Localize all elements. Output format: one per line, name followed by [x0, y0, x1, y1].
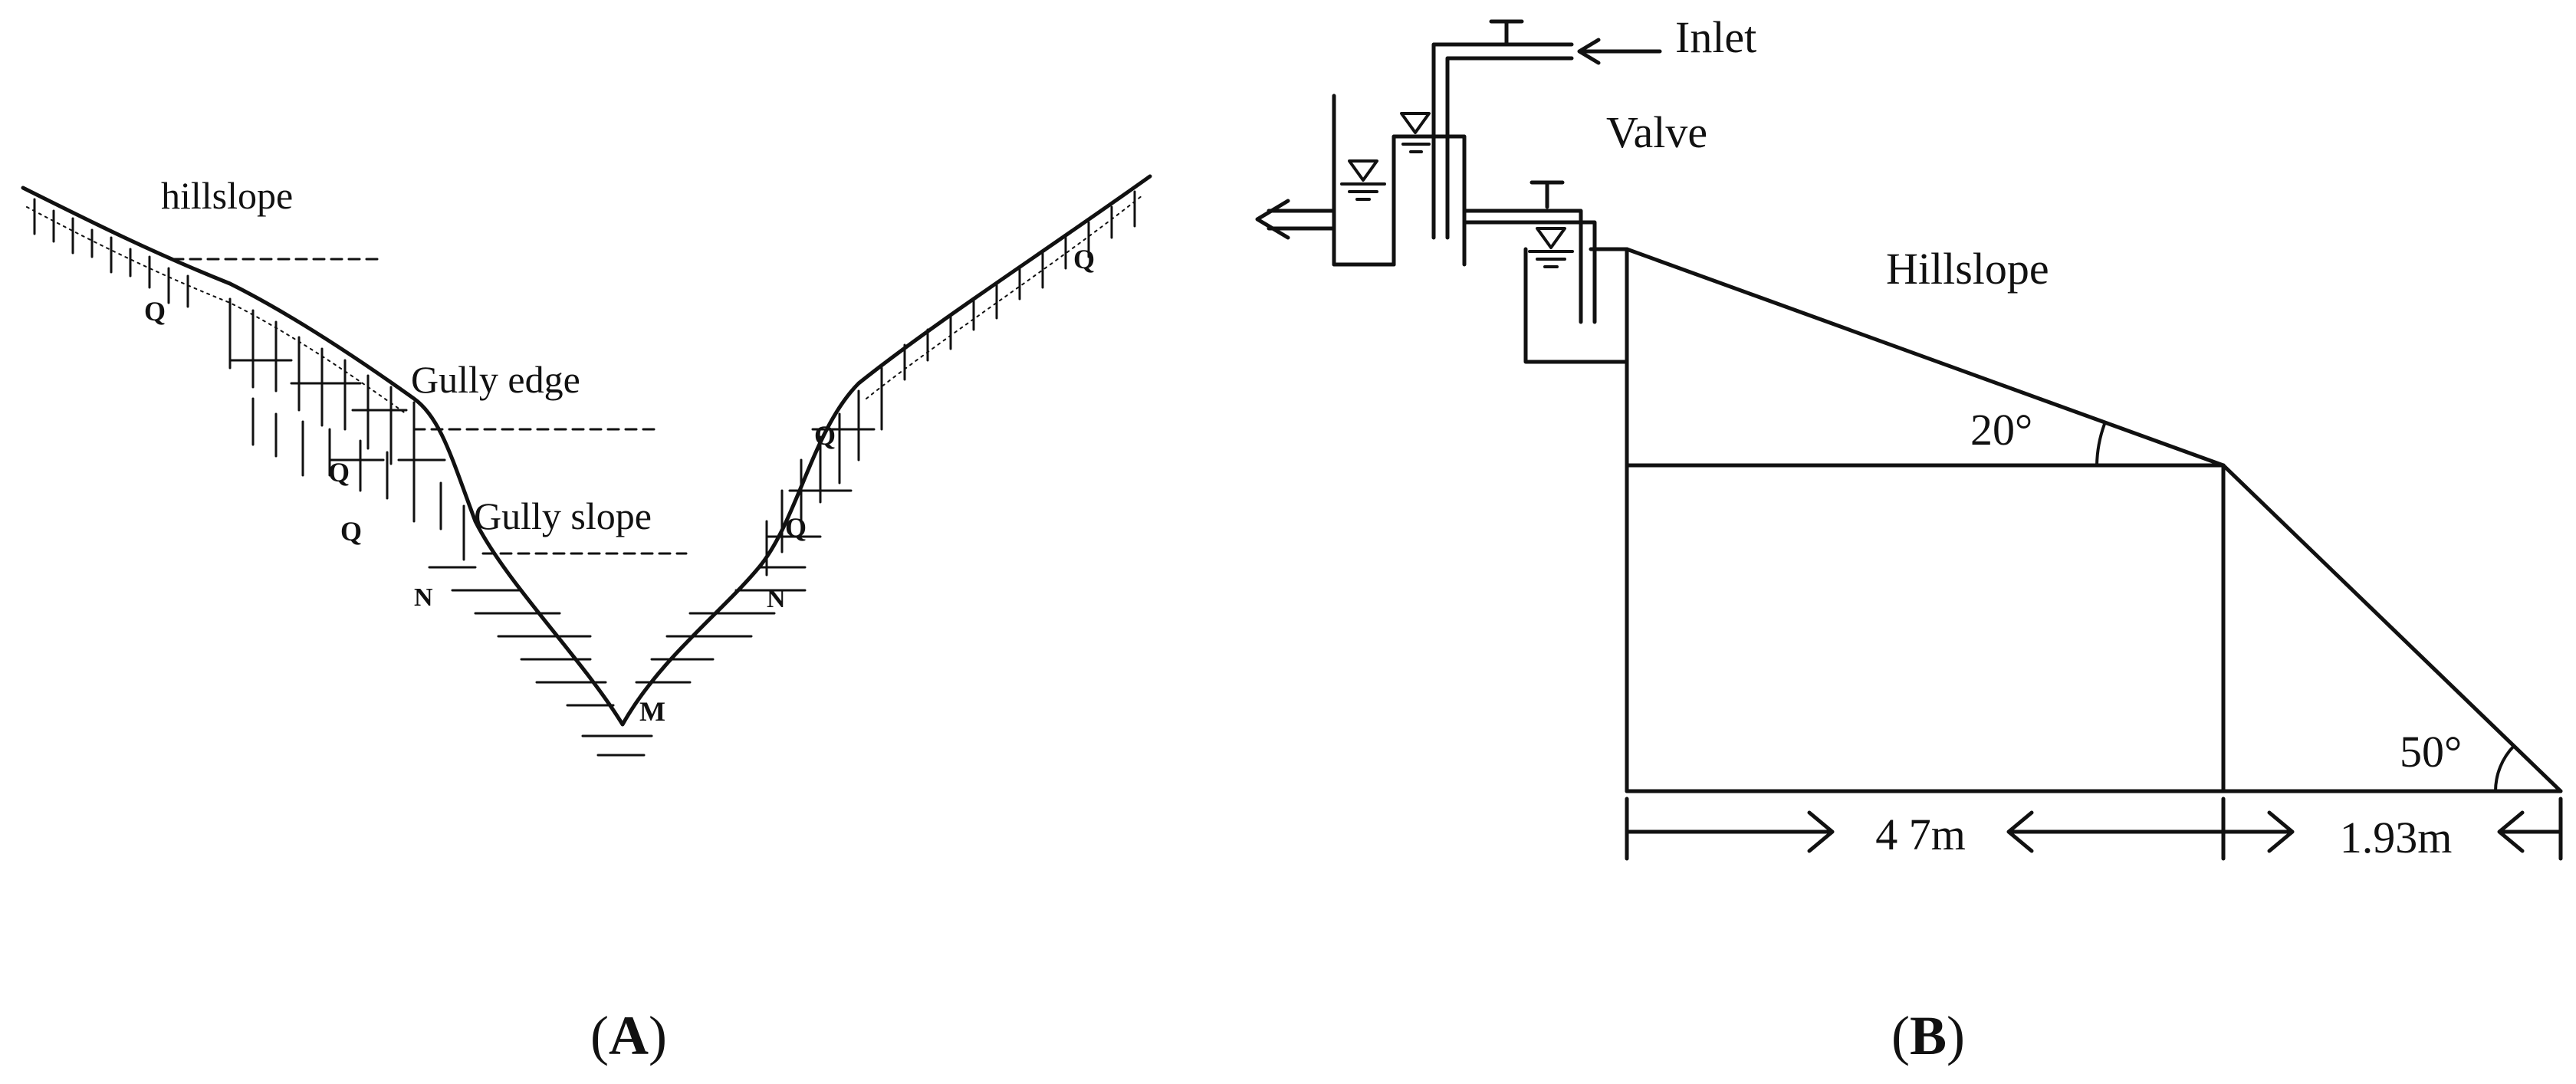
stratum-q2-left: Q: [328, 457, 350, 488]
bottom-strata-lines: [428, 566, 807, 757]
subfigure-label-a: (A): [590, 1005, 667, 1066]
hillslope-surface: [1625, 247, 2226, 468]
stratum-n2-right: N: [767, 585, 786, 613]
stratum-m2-bottom: M: [639, 696, 665, 727]
valve-label: Valve: [1606, 107, 1707, 157]
panel-a-gully-profile: hillslope Gully edge Gully slope Q Q Q N…: [21, 174, 1152, 1066]
stratum-q2-right: Q: [814, 420, 836, 451]
gully-edge-label: Gully edge: [411, 358, 580, 401]
hatching-right: [765, 190, 1136, 576]
gully-slope-surface: [2221, 463, 2563, 793]
hillslope-angle-label: 20°: [1970, 405, 2032, 455]
gully-angle-arc: [2494, 744, 2515, 793]
hillslope-label: hillslope: [161, 174, 293, 217]
hillslope-angle-arc: [2095, 422, 2106, 467]
dimension-lines: [1625, 797, 2563, 861]
gully-angle-label: 50°: [2400, 727, 2462, 777]
stratum-q3-left: Q: [144, 296, 166, 327]
inlet-label: Inlet: [1675, 12, 1756, 62]
flume-geometry: [1625, 247, 2563, 793]
hillslope-length-label: 4 7m: [1875, 810, 1966, 859]
panel-b-experimental-setup: Inlet Valve: [1255, 12, 2563, 1066]
stratum-q3-right: Q: [1073, 244, 1095, 274]
gully-length-label: 1.93m: [2340, 813, 2453, 862]
gully-slope-label: Gully slope: [474, 494, 652, 537]
strata-marks: Q Q Q N M Q Q Q N: [144, 244, 1095, 727]
hillslope-label: Hillslope: [1886, 244, 2049, 294]
stratum-n2-left: N: [414, 583, 433, 612]
stratum-q1-left: Q: [340, 516, 362, 547]
loess-band-left: [26, 206, 407, 415]
water-level-symbols: [1340, 112, 1574, 268]
overflow-tank: [1255, 189, 1396, 267]
subfigure-label-b: (B): [1891, 1005, 1965, 1066]
inlet-pipe: [1431, 19, 1662, 240]
head-tank: [1523, 247, 1629, 364]
loess-band-right: [866, 195, 1143, 399]
upper-tank: [1332, 94, 1467, 267]
connecting-pipe: [1462, 180, 1597, 324]
hatching-left: [33, 198, 465, 561]
stratum-q1-right: Q: [785, 512, 807, 543]
